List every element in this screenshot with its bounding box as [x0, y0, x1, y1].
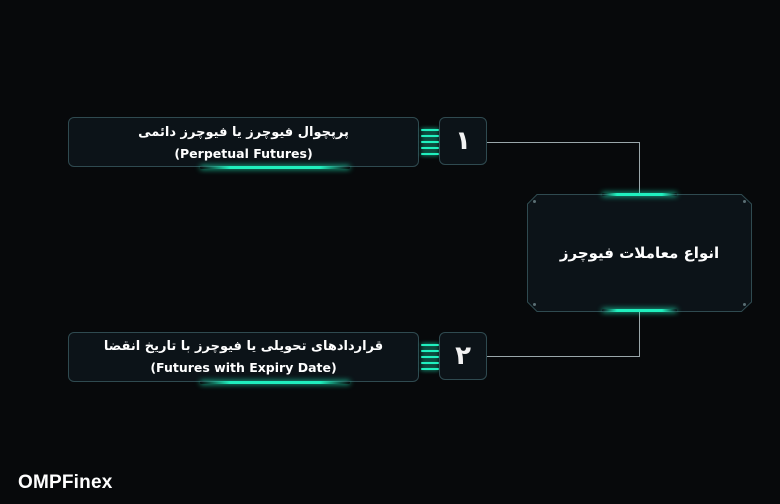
corner-dot: [743, 200, 746, 203]
item-1-label-box: پرپچوال فیوچرز یا فیوچرز دائمی (Perpetua…: [68, 117, 419, 167]
connector-line-bottom-vertical: [639, 311, 640, 357]
center-title: انواع معاملات فیوچرز: [559, 244, 720, 262]
item-2-number: ۲: [455, 341, 471, 371]
item-1-stripes-icon: [421, 127, 439, 157]
connector-line-top-vertical: [639, 142, 640, 195]
item-1-title-en: (Perpetual Futures): [174, 146, 313, 161]
item-2-stripes-icon: [421, 342, 439, 372]
center-bottom-glow-bar: [602, 309, 677, 312]
item-1-number-badge: ۱: [439, 117, 487, 165]
brand-logo: OMPFinex: [18, 472, 113, 493]
item-1-number: ۱: [455, 126, 471, 156]
center-node: انواع معاملات فیوچرز: [527, 193, 752, 312]
item-2-title-fa: قراردادهای تحویلی یا فیوچرز با تاریخ انق…: [103, 339, 384, 354]
item-2-title-en: (Futures with Expiry Date): [150, 360, 337, 375]
center-node-frame: [527, 194, 752, 312]
corner-dot: [533, 200, 536, 203]
center-top-glow-bar: [602, 193, 677, 196]
connector-line-top-horizontal: [487, 142, 640, 143]
item-1-glow-bar: [200, 166, 350, 169]
item-2-glow-bar: [200, 381, 350, 384]
corner-dot: [533, 303, 536, 306]
connector-line-bottom-horizontal: [487, 356, 640, 357]
item-2-label-box: قراردادهای تحویلی یا فیوچرز با تاریخ انق…: [68, 332, 419, 382]
item-1-title-fa: پرپچوال فیوچرز یا فیوچرز دائمی: [138, 125, 349, 140]
corner-dot: [743, 303, 746, 306]
item-2-number-badge: ۲: [439, 332, 487, 380]
